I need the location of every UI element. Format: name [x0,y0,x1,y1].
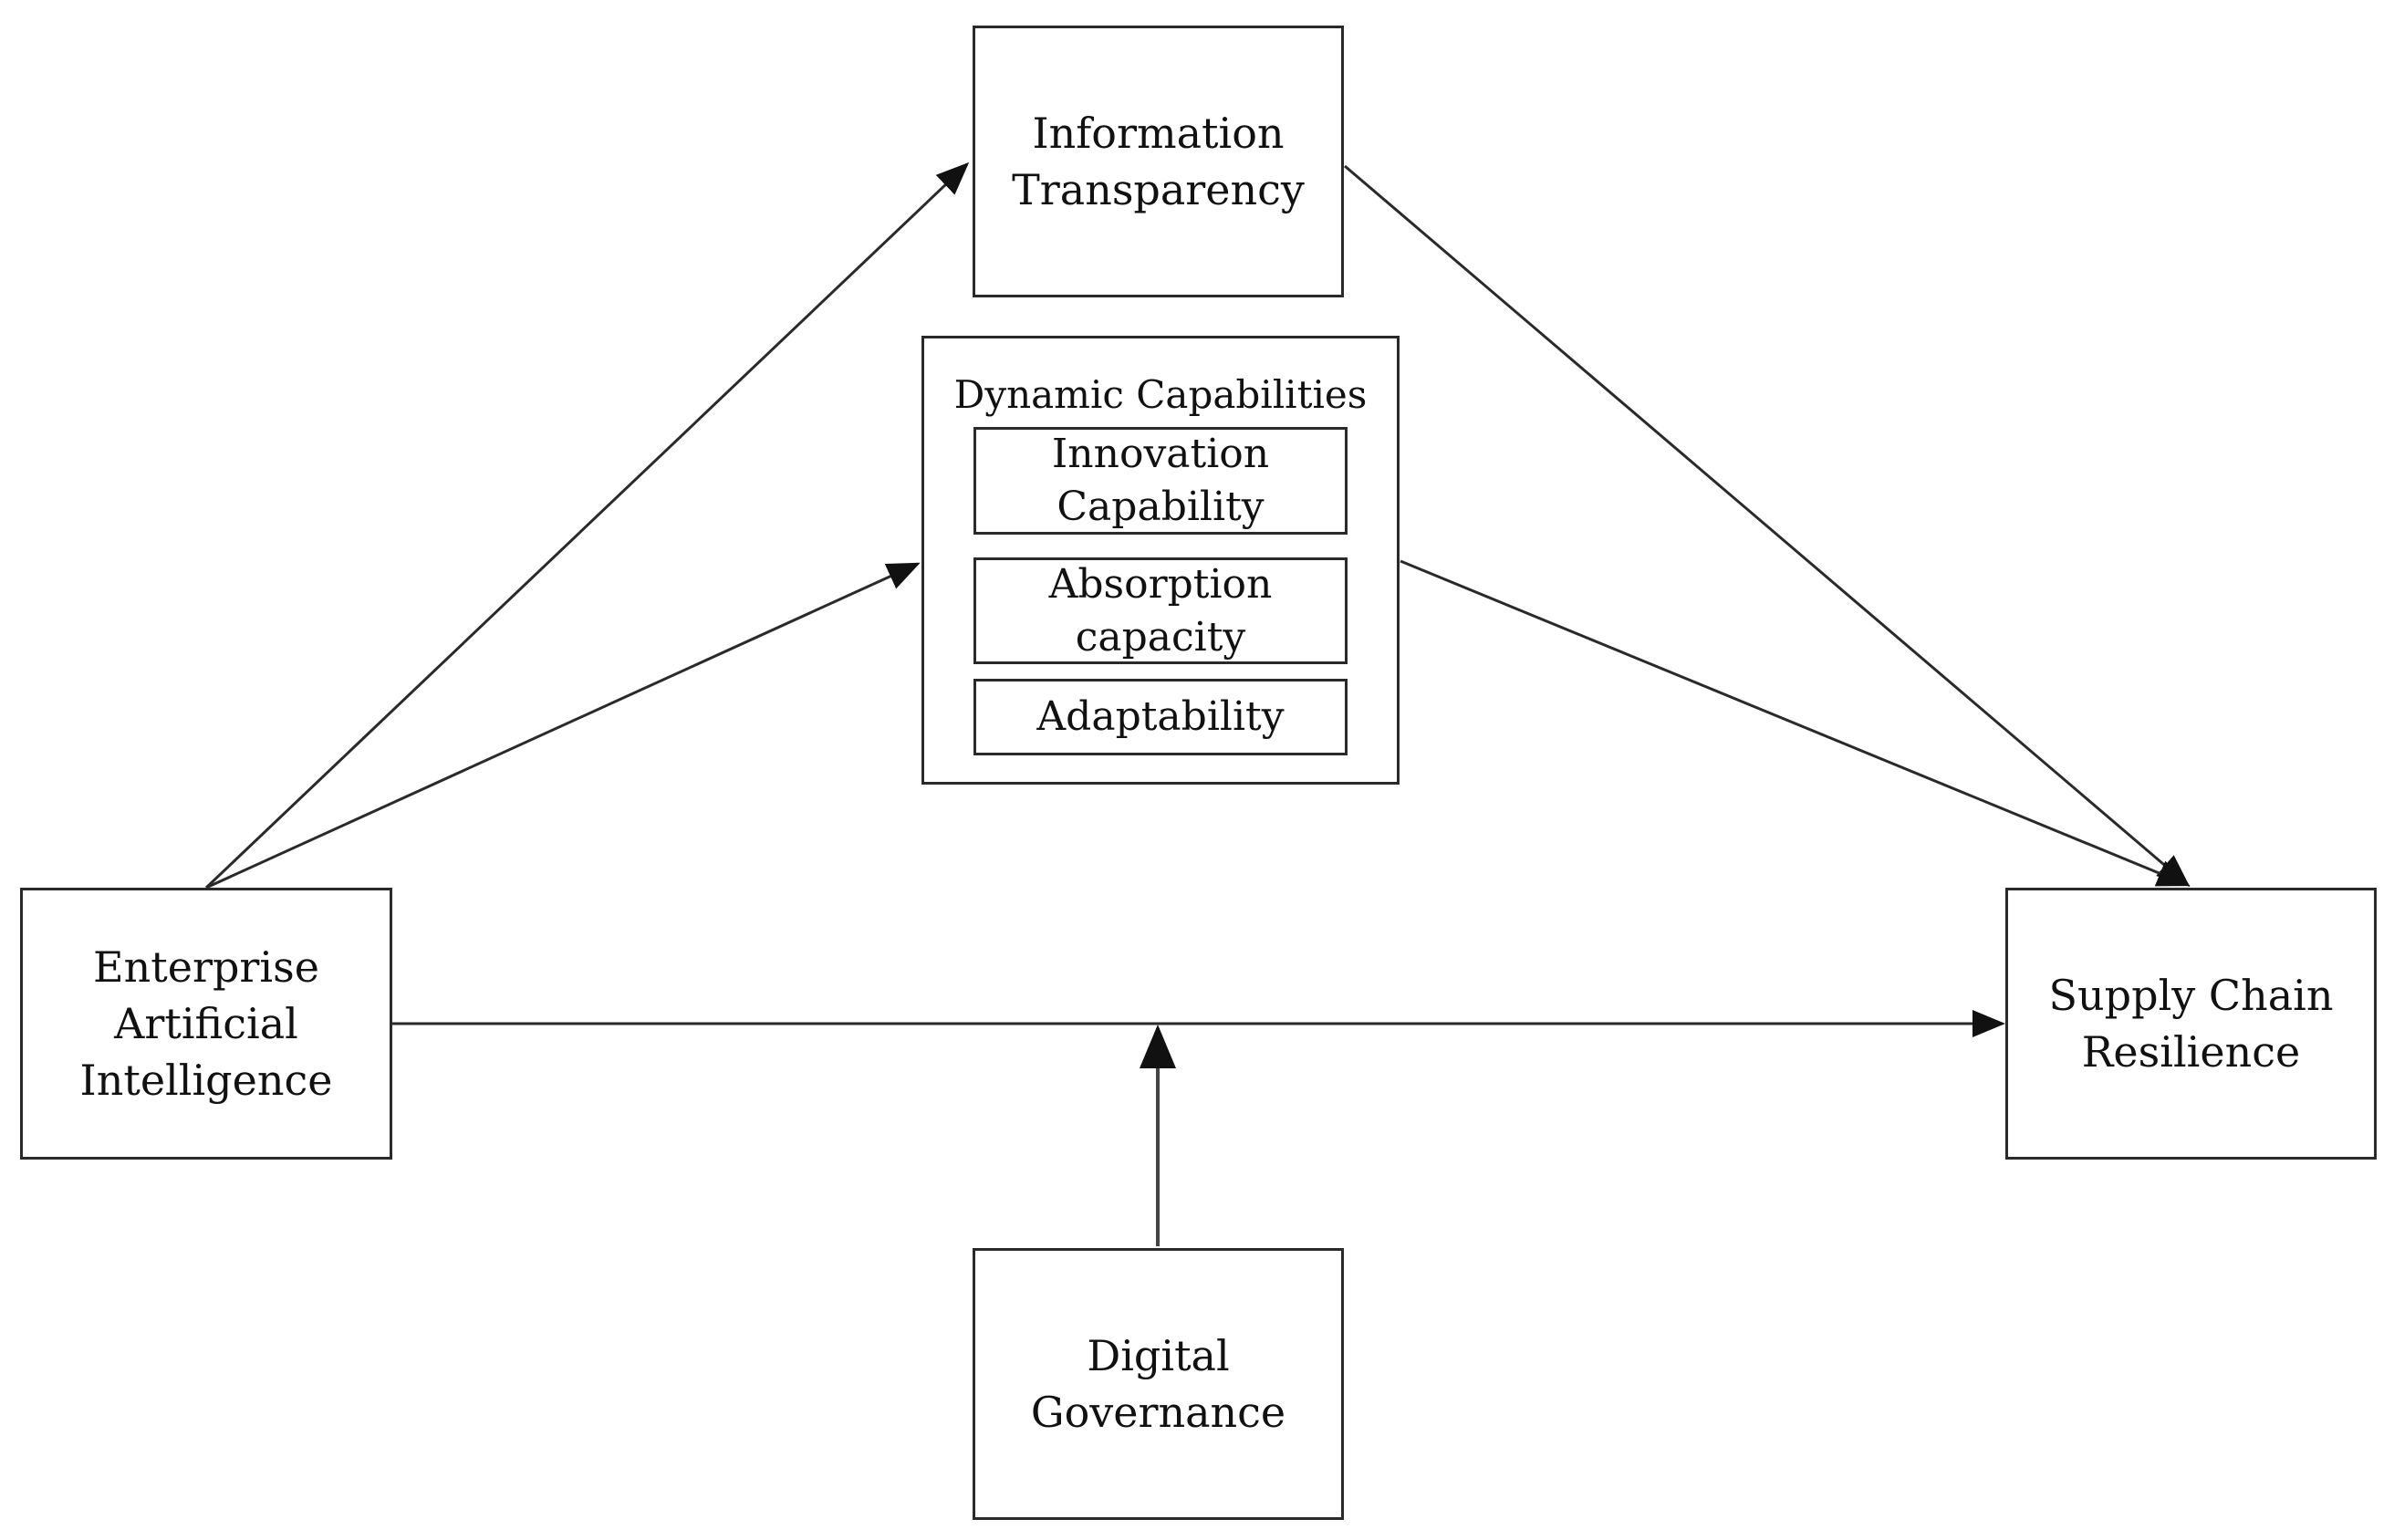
node-supply-chain-resilience[interactable]: Supply Chain Resilience [2005,888,2377,1160]
node-enterprise-artificial-intelligence-label: Enterprise Artificial Intelligence [79,942,333,1105]
node-supply-chain-resilience-label: Supply Chain Resilience [2048,971,2334,1077]
node-dynamic-capabilities-title: Dynamic Capabilities [953,372,1368,417]
node-digital-governance-label: Digital Governance [1030,1331,1286,1437]
subnode-adaptability-label: Adaptability [1036,693,1285,740]
arrow-information-transparency-to-supply-chain-resilience [1344,164,2191,887]
arrow-eai-to-information-transparency [204,161,970,890]
node-enterprise-artificial-intelligence[interactable]: Enterprise Artificial Intelligence [20,888,392,1160]
arrow-dynamic-capabilities-to-supply-chain-resilience [1400,559,2191,887]
subnode-innovation-capability[interactable]: Innovation Capability [973,427,1348,535]
node-information-transparency-label: Information Transparency [1012,109,1305,214]
subnode-absorption-capacity[interactable]: Absorption capacity [973,557,1348,664]
node-digital-governance[interactable]: Digital Governance [973,1248,1344,1520]
subnode-adaptability[interactable]: Adaptability [973,679,1348,755]
subnode-absorption-capacity-label: Absorption capacity [1048,560,1273,661]
arrow-eai-to-dynamic-capabilities [205,562,921,890]
node-dynamic-capabilities[interactable]: Dynamic Capabilities Innovation Capabili… [921,336,1400,785]
node-information-transparency[interactable]: Information Transparency [973,26,1344,297]
subnode-innovation-capability-label: Innovation Capability [1051,431,1270,530]
